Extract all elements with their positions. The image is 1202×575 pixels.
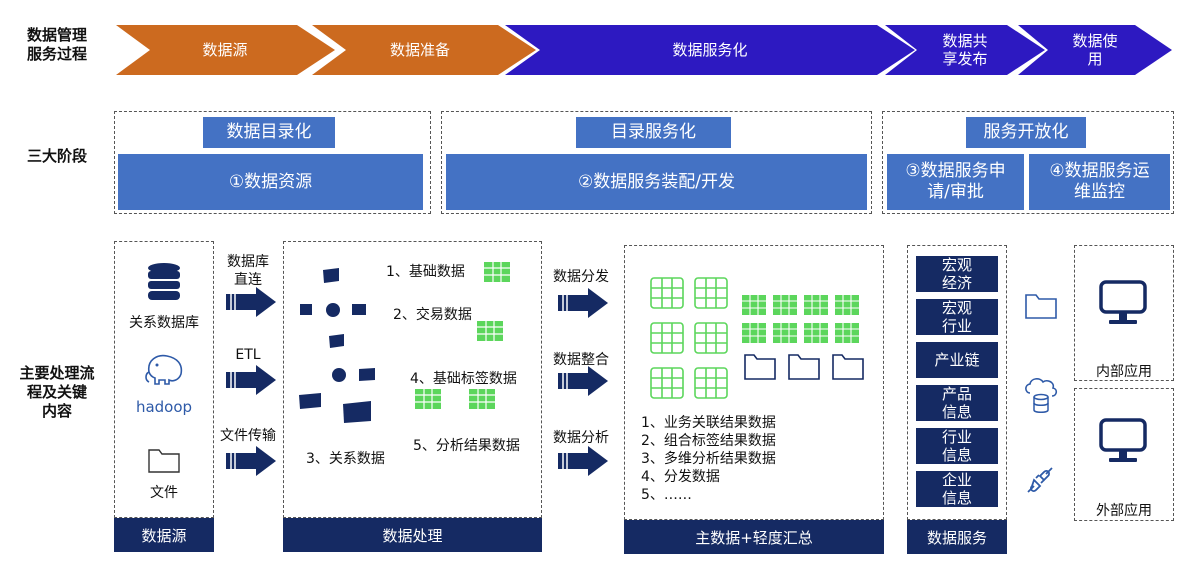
source-label: hadoop [135, 398, 193, 416]
action-label: 数据整合 [553, 352, 609, 368]
app-label: 内部应用 [1096, 364, 1152, 380]
sources-panel [114, 241, 214, 518]
master-list-item: 2、组合标签结果数据 [641, 433, 776, 449]
master-icons [650, 277, 864, 399]
source-label: 文件 [150, 485, 178, 501]
arrow-right-icon [226, 446, 276, 476]
internal-app-panel [1074, 245, 1174, 381]
processing-shapes [299, 262, 510, 423]
ingest-label: 文件传输 [220, 428, 276, 444]
stage-title: 服务开放化 [966, 117, 1086, 148]
process-step-label: 数据源 [202, 41, 248, 59]
app-label: 外部应用 [1096, 503, 1152, 519]
arrow-right-icon [226, 365, 276, 395]
process-step-label: 数据准备 [389, 41, 450, 59]
table-icon [415, 389, 441, 409]
service-item: 宏观 行业 [916, 299, 998, 335]
master-list: 1、业务关联结果数据 2、组合标签结果数据 3、多维分析结果数据 4、分发数据 … [641, 414, 776, 504]
processing-label: 3、关系数据 [306, 451, 385, 467]
service-item: 产业链 [916, 342, 998, 378]
stage-title: 数据目录化 [203, 117, 335, 148]
master-list-item: 5、…… [641, 487, 692, 503]
process-chevrons [116, 25, 1172, 75]
processing-label: 2、交易数据 [393, 307, 472, 323]
chevron-step-3 [505, 25, 915, 75]
action-label: 数据分析 [553, 430, 609, 446]
plug-icon [1027, 467, 1053, 493]
ingest-label: ETL [235, 347, 261, 363]
services-footer: 数据服务 [907, 520, 1007, 554]
service-item: 产品 信息 [916, 385, 998, 421]
chevron-step-1 [116, 25, 335, 75]
stage-group-2 [441, 111, 872, 214]
process-row-label: 数据管理 服务过程 [26, 26, 87, 63]
arrow-right-icon [558, 366, 608, 396]
source-label: 关系数据库 [129, 315, 199, 331]
master-list-item: 1、业务关联结果数据 [641, 415, 776, 431]
master-footer: 主数据+轻度汇总 [624, 520, 884, 554]
master-list-item: 4、分发数据 [641, 469, 720, 485]
stage-item: ④数据服务运 维监控 [1029, 154, 1170, 210]
stage-item: ①数据资源 [118, 154, 423, 210]
service-item: 企业 信息 [916, 471, 998, 507]
services-panel [907, 245, 1007, 520]
chevron-step-5 [1018, 25, 1172, 75]
sources-footer: 数据源 [114, 518, 214, 552]
table-icon [469, 389, 495, 409]
service-item: 宏观 经济 [916, 256, 998, 292]
cloud-database-icon [1025, 378, 1058, 413]
processing-label: 5、分析结果数据 [413, 438, 520, 454]
stage-group-1 [114, 111, 431, 214]
stage-item: ③数据服务申 请/审批 [887, 154, 1024, 210]
chevron-step-4 [885, 25, 1045, 75]
process-step-label: 数据共 享发布 [942, 32, 988, 68]
database-icon [148, 263, 180, 300]
arrow-right-icon [558, 446, 608, 476]
stage-title: 目录服务化 [576, 117, 731, 148]
arrow-right-icon [226, 287, 276, 317]
folder-icon [148, 449, 180, 473]
arrow-right-icon [558, 288, 608, 318]
table-icon [477, 321, 503, 341]
folder-icon [744, 354, 864, 380]
monitor-icon [1099, 418, 1147, 462]
chevron-step-2 [312, 25, 536, 75]
processing-label: 4、基础标签数据 [410, 371, 517, 387]
service-item: 行业 信息 [916, 428, 998, 464]
stage-group-3 [882, 111, 1174, 214]
action-label: 数据分发 [553, 269, 609, 285]
processing-label: 1、基础数据 [386, 264, 465, 280]
monitor-icon [1099, 280, 1147, 324]
master-panel [624, 245, 884, 520]
table-outline-icon [650, 277, 728, 399]
main-row-label: 主要处理流 程及关键 内容 [19, 364, 95, 420]
hadoop-elephant-icon [145, 354, 183, 385]
process-step-label: 数据使 用 [1072, 32, 1118, 68]
processing-panel [283, 241, 542, 518]
master-list-item: 3、多维分析结果数据 [641, 451, 776, 467]
processing-footer: 数据处理 [283, 518, 542, 552]
table-icon [742, 295, 859, 343]
table-icon [484, 262, 510, 282]
stages-row-label: 三大阶段 [26, 147, 87, 165]
folder-icon [1025, 294, 1057, 319]
process-step-label: 数据服务化 [672, 41, 748, 59]
stage-item: ②数据服务装配/开发 [446, 154, 867, 210]
ingest-label: 数据库 直连 [227, 254, 269, 288]
external-app-panel [1074, 388, 1174, 521]
